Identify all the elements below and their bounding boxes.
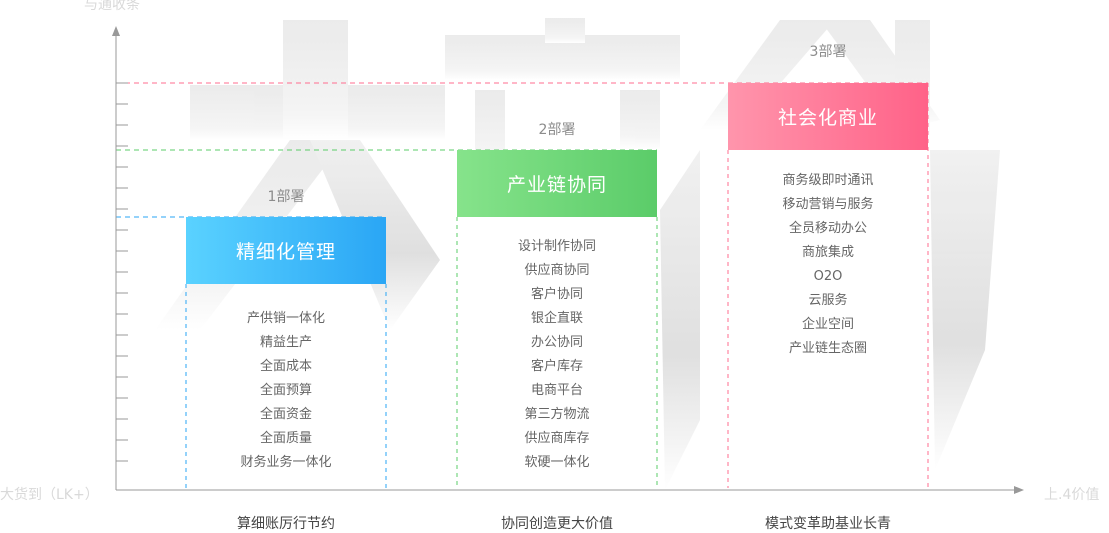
feature-item: 供应商库存 <box>524 431 590 446</box>
x-axis-arrow <box>1014 486 1024 494</box>
y-axis-label: 与通收条 <box>84 0 140 13</box>
column-borders <box>185 83 929 488</box>
feature-item: 电商平台 <box>530 383 583 398</box>
phase-2-feature-list: 设计制作协同 供应商协同 客户协同 银企直联 办公协同 客户库存 电商平台 第三… <box>457 235 657 475</box>
feature-item: 企业空间 <box>801 317 854 332</box>
feature-item: 办公协同 <box>530 335 583 350</box>
phase-1-title: 精细化管理 <box>235 241 336 263</box>
feature-item: 移动营销与服务 <box>782 197 874 212</box>
phase-3-title: 社会化商业 <box>777 107 878 129</box>
phase-3-feature-list: 商务级即时通讯 移动营销与服务 全员移动办公 商旅集成 O2O 云服务 企业空间… <box>728 169 928 361</box>
feature-item: 银企直联 <box>530 311 583 326</box>
phase-1-feature-list: 产供销一体化 精益生产 全面成本 全面预算 全面资金 全面质量 财务业务一体化 <box>186 307 386 475</box>
y-axis-arrow <box>112 26 120 36</box>
phase-3-title-box: 社会化商业 <box>728 83 928 150</box>
phase-3-dept-label: 3部署 <box>809 44 847 60</box>
phase-1-title-box: 精细化管理 <box>186 217 386 284</box>
phase-2-caption: 协同创造更大价值 <box>501 516 613 532</box>
feature-item: 全面质量 <box>259 431 312 446</box>
phase-1-caption: 算细账厉行节约 <box>237 516 335 532</box>
feature-item: 客户协同 <box>530 287 583 302</box>
feature-item: 产供销一体化 <box>246 311 325 326</box>
axes <box>112 26 1024 494</box>
phase-2-dept-label: 2部署 <box>538 122 576 138</box>
feature-item: 云服务 <box>808 293 848 308</box>
x-axis-right-label: 上.4价值 <box>1044 487 1100 503</box>
feature-item: 客户库存 <box>530 359 583 374</box>
feature-item: 全员移动办公 <box>788 221 867 236</box>
feature-item: O2O <box>813 269 843 284</box>
phase-2-title: 产业链协同 <box>506 174 607 196</box>
feature-item: 商旅集成 <box>801 245 854 260</box>
feature-item: 全面预算 <box>259 383 312 398</box>
feature-item: 全面成本 <box>259 359 312 374</box>
phase-1-dept-label: 1部署 <box>267 189 305 205</box>
phase-3-caption: 模式变革助基业长青 <box>765 516 891 532</box>
feature-item: 供应商协同 <box>524 263 590 278</box>
feature-item: 全面资金 <box>259 407 312 422</box>
feature-item: 精益生产 <box>259 335 312 350</box>
watermark-glyph-shang <box>445 18 700 490</box>
phase-2-title-box: 产业链协同 <box>457 150 657 217</box>
feature-item: 设计制作协同 <box>517 239 596 254</box>
y-axis-ticks <box>116 82 128 462</box>
feature-item: 软硬一体化 <box>524 455 590 470</box>
feature-item: 第三方物流 <box>524 407 590 422</box>
feature-item: 商务级即时通讯 <box>782 173 874 188</box>
feature-item: 财务业务一体化 <box>240 455 332 470</box>
feature-item: 产业链生态圈 <box>788 341 867 356</box>
x-axis-left-label: 大货到（LK+） <box>0 487 99 503</box>
